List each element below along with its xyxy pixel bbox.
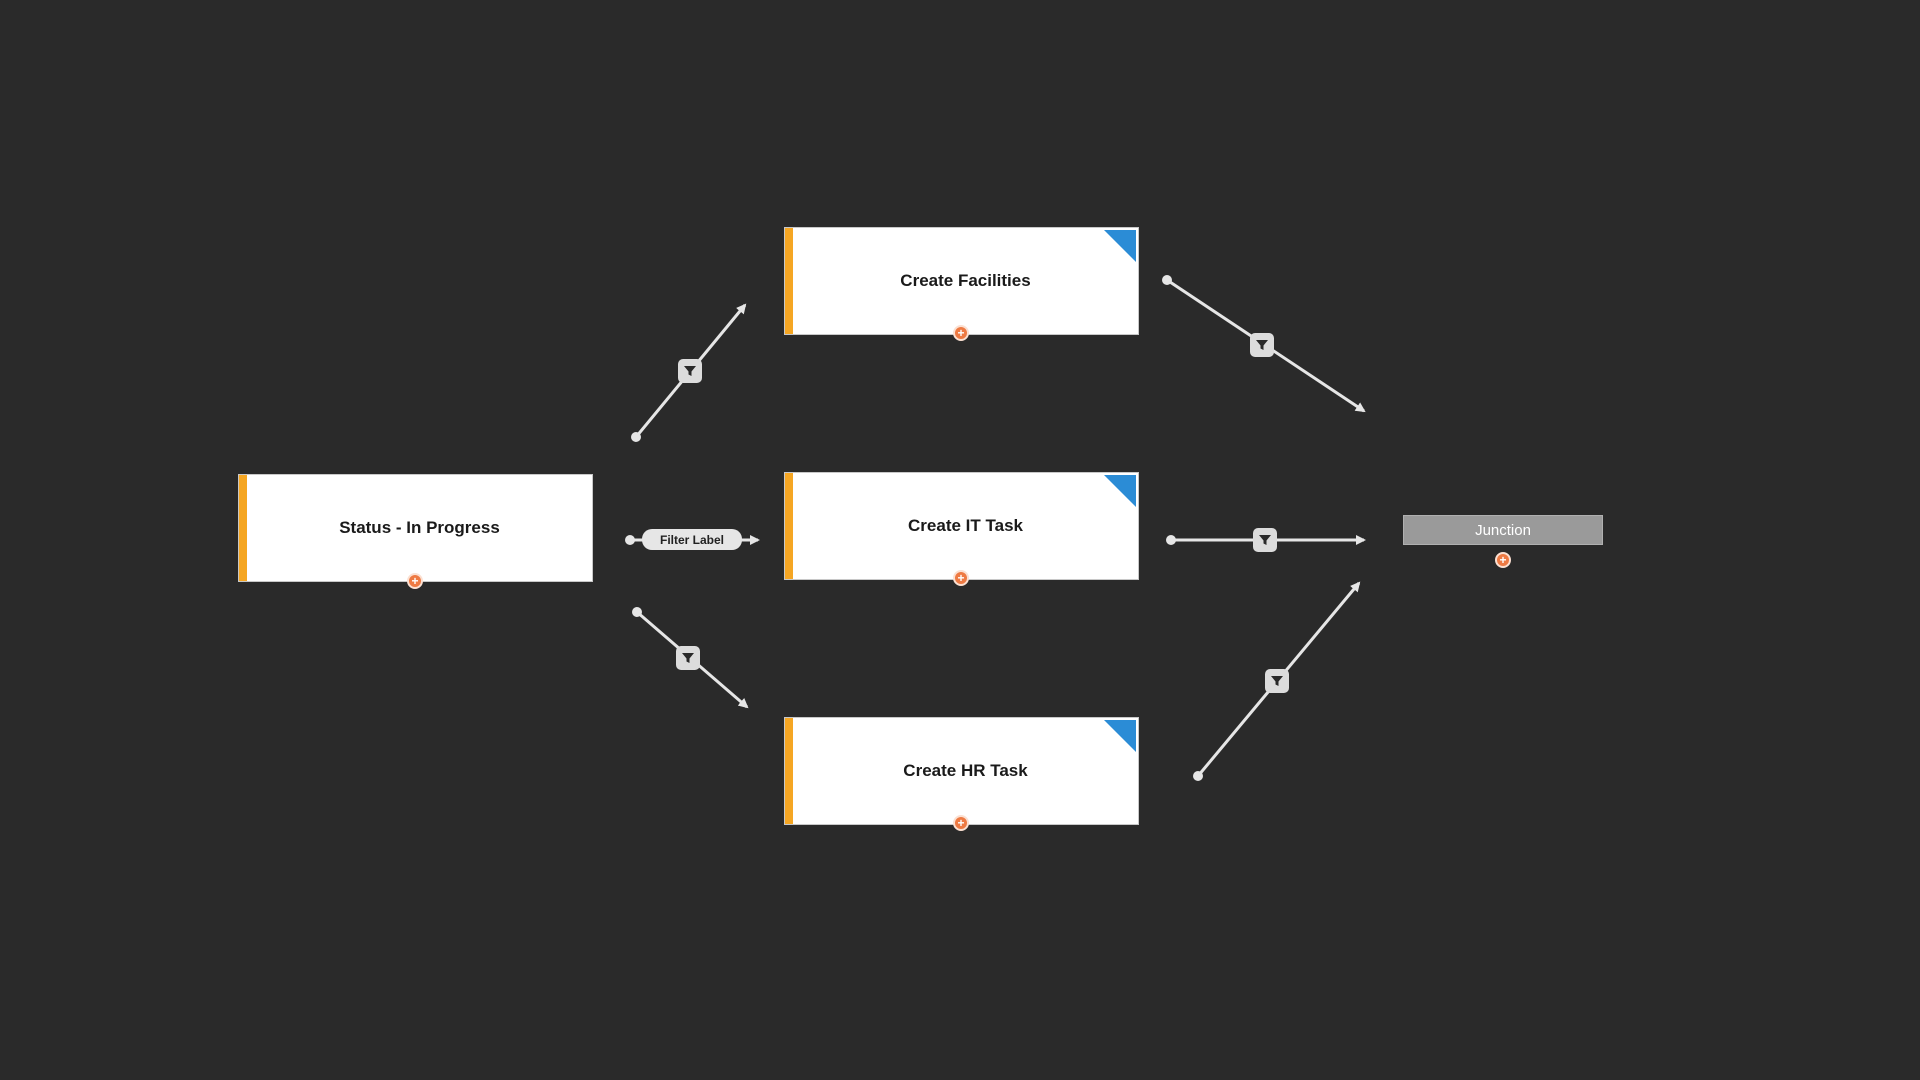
- node-accent-bar: [785, 718, 793, 824]
- connector-filter-label[interactable]: Filter Label: [642, 529, 742, 550]
- activity-node-status-in-progress[interactable]: Status - In Progress: [238, 474, 593, 582]
- node-accent-bar: [239, 475, 247, 581]
- plus-circle-icon[interactable]: +: [407, 573, 423, 589]
- node-label: Create HR Task: [903, 761, 1028, 780]
- funnel-icon[interactable]: [676, 646, 700, 670]
- junction-node[interactable]: Junction: [1403, 515, 1603, 545]
- funnel-icon[interactable]: [1250, 333, 1274, 357]
- funnel-icon[interactable]: [1253, 528, 1277, 552]
- node-label: Create Facilities: [900, 271, 1031, 290]
- plus-circle-icon[interactable]: +: [1495, 552, 1511, 568]
- node-corner-flag: [1104, 230, 1136, 262]
- plus-circle-icon[interactable]: +: [953, 570, 969, 586]
- connector-start-dot: [625, 535, 635, 545]
- funnel-icon[interactable]: [678, 359, 702, 383]
- activity-node-create-it-task[interactable]: Create IT Task: [784, 472, 1139, 580]
- activity-node-create-facilities[interactable]: Create Facilities: [784, 227, 1139, 335]
- node-label: Create IT Task: [908, 516, 1023, 535]
- node-corner-flag: [1104, 720, 1136, 752]
- node-label: Status - In Progress: [339, 518, 500, 537]
- connector-start-dot: [1166, 535, 1176, 545]
- filter-label-text: Filter Label: [659, 532, 724, 547]
- junction-label: Junction: [1475, 521, 1531, 539]
- plus-circle-icon[interactable]: +: [953, 815, 969, 831]
- connector-start-dot: [1162, 275, 1172, 285]
- node-corner-flag: [1104, 475, 1136, 507]
- connector-start-dot: [631, 432, 641, 442]
- connector-start-dot: [1193, 771, 1203, 781]
- activity-node-create-hr-task[interactable]: Create HR Task: [784, 717, 1139, 825]
- connector-start-dot: [632, 607, 642, 617]
- node-accent-bar: [785, 228, 793, 334]
- plus-circle-icon[interactable]: +: [953, 325, 969, 341]
- node-accent-bar: [785, 473, 793, 579]
- funnel-icon[interactable]: [1265, 669, 1289, 693]
